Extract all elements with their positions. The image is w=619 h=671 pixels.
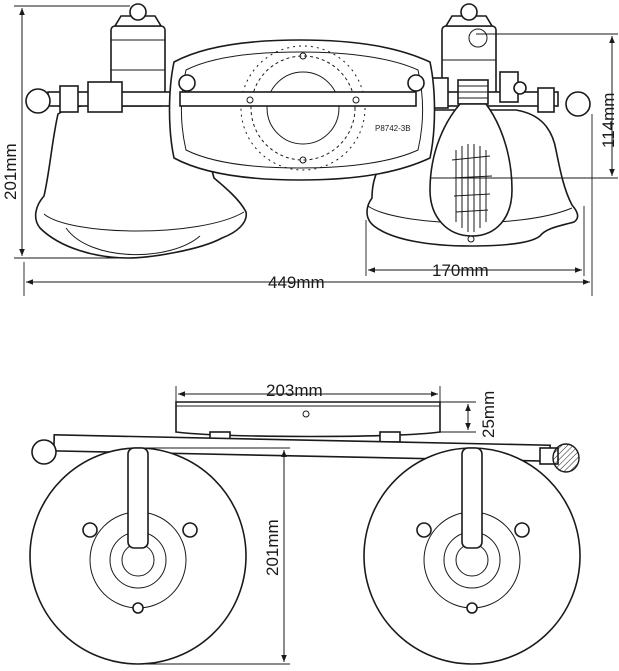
dimension-shade-diameter: 201mm [138,447,290,665]
shade-width-label: 170mm [432,261,489,280]
dimension-backplate-width: 203mm [175,381,441,402]
backplate-part-number: P8742-3B [375,124,411,133]
left-shade-top [29,447,247,665]
backplate-width-label: 203mm [266,381,323,400]
dimension-height: 201mm [1,5,130,259]
backplate-top [175,401,441,443]
backplate-depth-label: 25mm [479,391,498,438]
dimension-backplate-depth: 25mm [440,391,498,438]
right-shade-top [363,447,581,665]
overall-width-label: 449mm [268,273,325,292]
shade-diameter-label: 201mm [263,519,282,576]
front-view: P8742-3B 201mm 114mm [1,3,618,296]
dimension-overall-width: 449mm [23,114,593,296]
dimension-shade-width: 170mm [365,206,585,280]
mount-height-label: 114mm [599,93,618,148]
backplate: P8742-3B [168,39,436,181]
top-view: 203mm 25mm 201mm [29,381,581,665]
height-label: 201mm [1,143,20,200]
arm-top [31,434,580,473]
dimension-mount-height: 114mm [430,33,618,179]
edison-bulb [429,79,513,243]
